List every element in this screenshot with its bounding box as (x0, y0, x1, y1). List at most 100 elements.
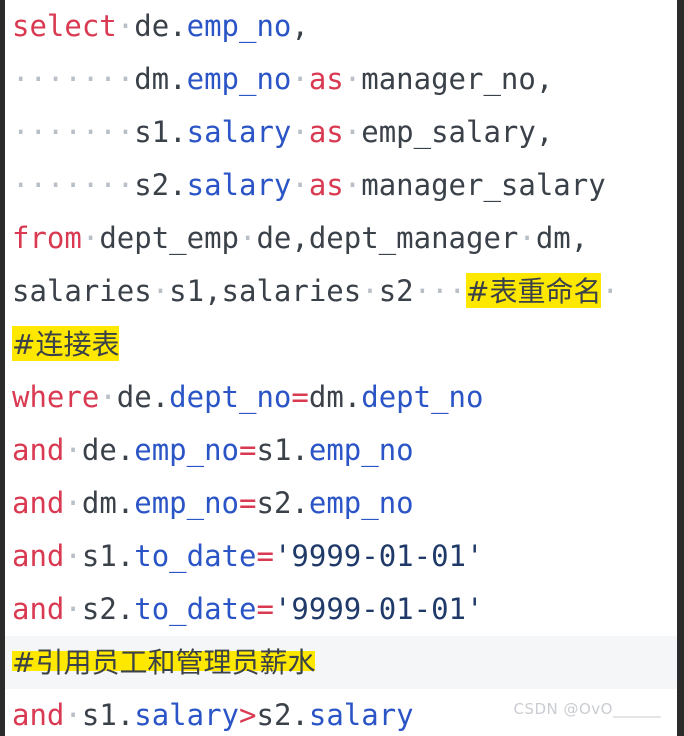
code-token: emp_no (186, 9, 292, 43)
code-token: salary (134, 698, 240, 732)
code-token: emp_no (308, 433, 414, 467)
code-token: select (12, 9, 117, 43)
code-token: salaries (12, 274, 152, 308)
code-token: · (99, 380, 117, 414)
code-token: · (343, 62, 362, 96)
code-token: . (169, 168, 187, 202)
code-line[interactable]: and·de.emp_no=s1.emp_no (5, 424, 677, 477)
code-token: de (81, 433, 117, 467)
code-token: #表重命名 (466, 275, 602, 308)
code-token: · (361, 274, 379, 308)
code-token: . (169, 115, 187, 149)
code-line[interactable]: #引用员工和管理员薪水 (5, 636, 677, 689)
code-token: . (291, 698, 309, 732)
code-token: s2 (378, 274, 414, 308)
code-token: s2 (256, 698, 292, 732)
code-token: . (116, 698, 135, 732)
code-line[interactable]: ·······s2.salary·as·manager_salary (5, 159, 677, 212)
code-token: ·· (413, 274, 449, 308)
code-line[interactable]: #连接表 (5, 318, 677, 371)
code-token: and (12, 539, 65, 573)
code-token: to_date (134, 592, 257, 626)
code-token: emp_salary (361, 115, 536, 149)
code-token: de,dept_manager (256, 221, 519, 255)
code-token: · (448, 274, 466, 308)
code-token: . (116, 592, 135, 626)
code-token: as (308, 168, 344, 202)
code-token: · (601, 274, 619, 308)
code-line[interactable]: from·dept_emp·de,dept_manager·dm, (5, 212, 677, 265)
code-token: = (256, 539, 274, 573)
code-token: '9999-01-01' (273, 539, 484, 573)
code-token: dm (308, 380, 344, 414)
code-token: · (116, 9, 135, 43)
code-token: · (291, 168, 309, 202)
code-token: s2 (81, 592, 117, 626)
code-token: ······· (12, 115, 135, 149)
code-token: s1 (81, 698, 117, 732)
code-line[interactable]: where·de.dept_no=dm.dept_no (5, 371, 677, 424)
code-lines-container[interactable]: select·de.emp_no,·······dm.emp_no·as·man… (5, 0, 677, 736)
code-line[interactable]: salaries·s1,salaries·s2···#表重命名· (5, 265, 677, 318)
code-token: · (64, 698, 82, 732)
code-token: dept_emp (99, 221, 239, 255)
code-token: · (64, 592, 82, 626)
code-token: = (239, 433, 257, 467)
code-token: s1 (256, 433, 292, 467)
code-token: as (308, 62, 344, 96)
code-token: · (343, 115, 362, 149)
code-line[interactable]: and·dm.emp_no=s2.emp_no (5, 477, 677, 530)
code-token: and (12, 433, 65, 467)
code-token: . (169, 62, 187, 96)
code-token: . (151, 380, 170, 414)
code-token: dept_no (169, 380, 292, 414)
code-token: emp_no (186, 62, 292, 96)
code-token: . (116, 433, 135, 467)
code-token: dm (81, 486, 117, 520)
code-token: #引用员工和管理员薪水 (12, 646, 316, 679)
code-token: emp_no (134, 486, 240, 520)
code-token: . (116, 539, 135, 573)
code-token: de (134, 9, 170, 43)
code-token: manager_salary (361, 168, 606, 202)
code-token: . (169, 9, 187, 43)
code-token: · (291, 115, 309, 149)
code-token: · (151, 274, 170, 308)
code-token: · (518, 221, 536, 255)
csdn-watermark: CSDN @OvO______ (513, 700, 661, 718)
code-token: ······· (12, 62, 135, 96)
code-token: emp_no (308, 486, 414, 520)
code-line[interactable]: and·s1.to_date='9999-01-01' (5, 530, 677, 583)
code-token: , (535, 62, 554, 96)
code-token: to_date (134, 539, 257, 573)
code-line[interactable]: ·······s1.salary·as·emp_salary, (5, 106, 677, 159)
code-token: salary (308, 698, 414, 732)
code-token: = (291, 380, 309, 414)
code-token: de (116, 380, 152, 414)
code-token: · (291, 62, 309, 96)
code-token: #连接表 (12, 328, 120, 361)
code-token: s2 (134, 168, 170, 202)
code-token: and (12, 698, 65, 732)
code-token: · (239, 221, 257, 255)
code-token: s2 (256, 486, 292, 520)
code-token: > (239, 698, 257, 732)
code-line[interactable]: and·s2.to_date='9999-01-01' (5, 583, 677, 636)
code-token: = (239, 486, 257, 520)
code-token: = (256, 592, 274, 626)
code-token: salary (186, 168, 292, 202)
code-token: · (64, 433, 82, 467)
code-token: '9999-01-01' (273, 592, 484, 626)
code-token: · (81, 221, 100, 255)
code-token: s1,salaries (169, 274, 362, 308)
code-token: . (116, 486, 135, 520)
code-token: dm, (535, 221, 589, 255)
code-token: salary (186, 115, 292, 149)
code-token: . (291, 433, 309, 467)
code-token: dept_no (361, 380, 484, 414)
code-token: dm (134, 62, 170, 96)
code-line[interactable]: select·de.emp_no, (5, 0, 677, 53)
code-line[interactable]: ·······dm.emp_no·as·manager_no, (5, 53, 677, 106)
code-line[interactable]: and·s1.salary>s2.salary (5, 689, 677, 736)
